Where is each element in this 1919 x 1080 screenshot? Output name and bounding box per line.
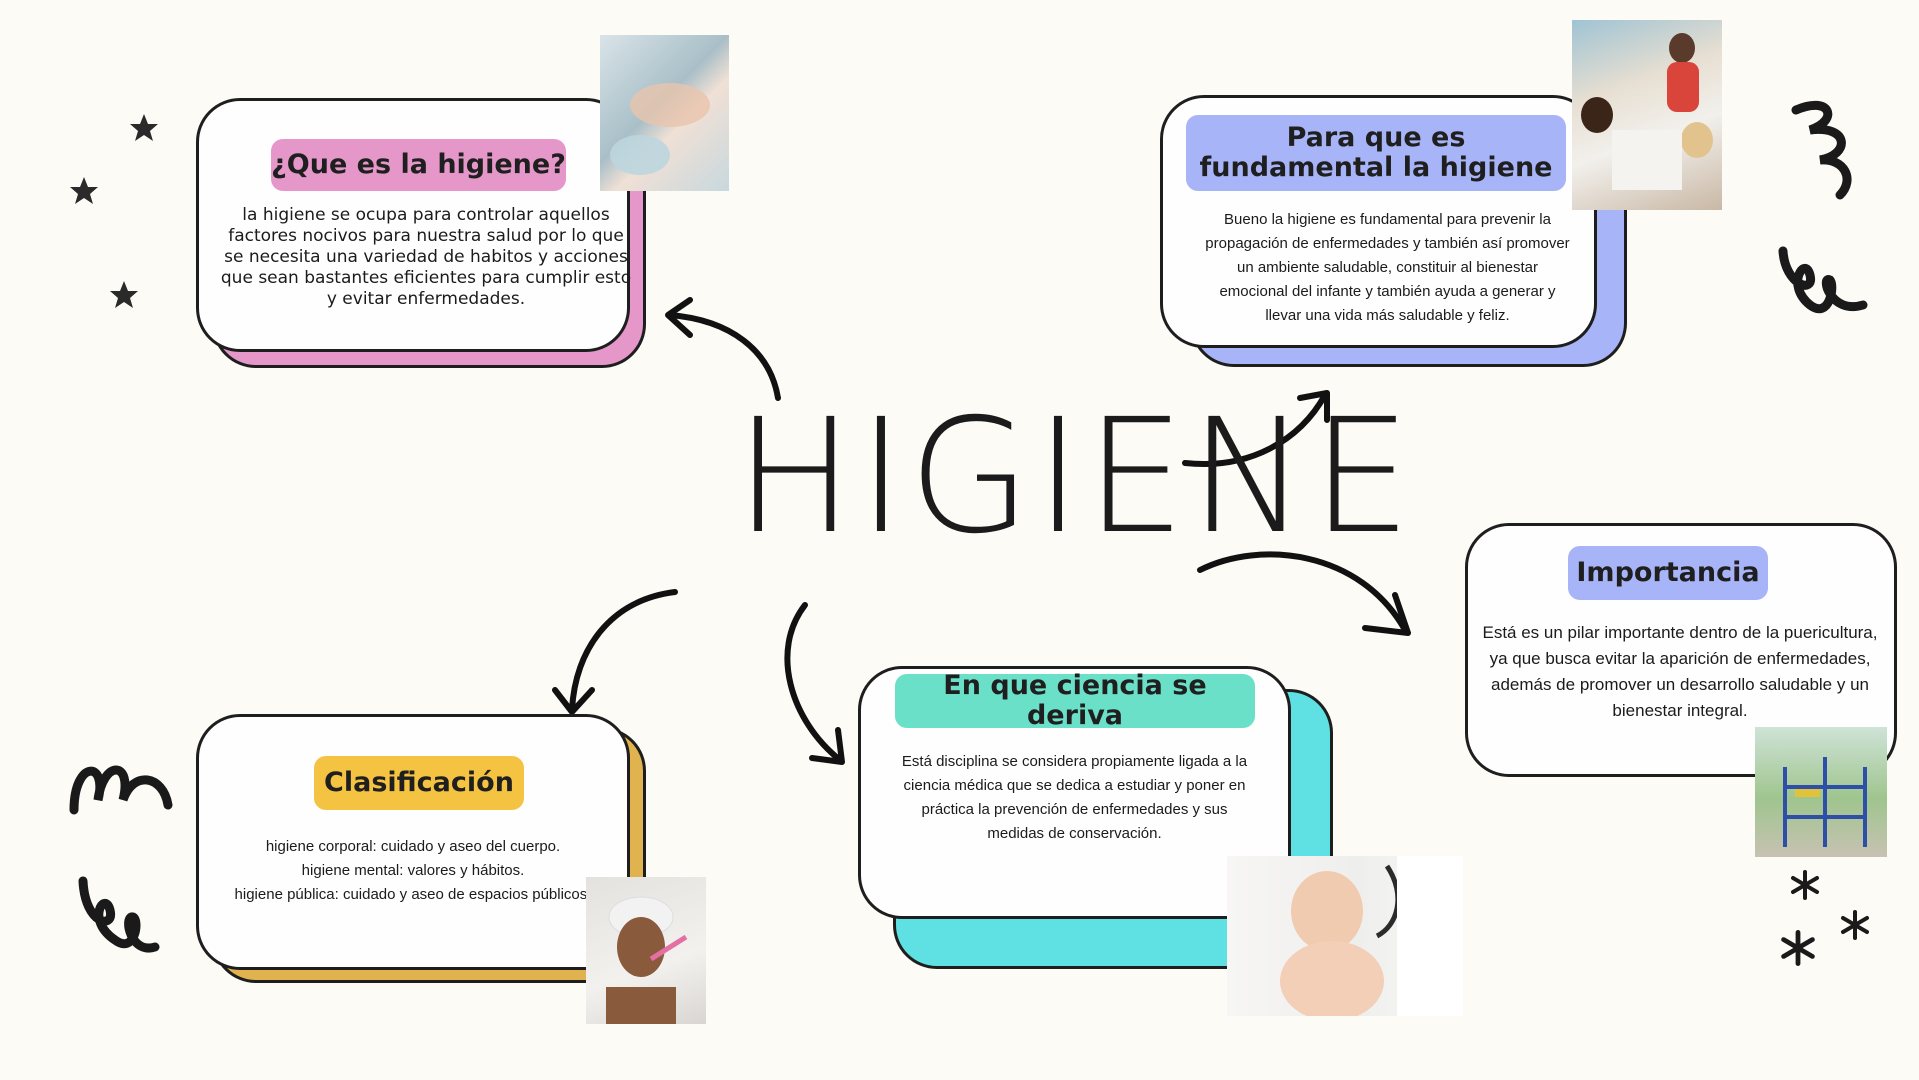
card-heading-clasificacion: Clasificación — [314, 756, 524, 810]
clasificacion-line: higiene pública: cuidado y aseo de espac… — [234, 886, 592, 903]
card-text-fundamental: Bueno la higiene es fundamental para pre… — [1205, 211, 1570, 324]
card-importancia — [1465, 523, 1897, 777]
asterisk-icon — [1841, 910, 1869, 940]
photo-children-drawing — [1572, 20, 1722, 210]
star-icon — [130, 114, 158, 141]
card-text-ciencia: Está disciplina se considera propiamente… — [901, 753, 1248, 842]
card-text-clasificacion: higiene corporal: cuidado y aseo del cue… — [232, 835, 594, 907]
clasificacion-line: higiene corporal: cuidado y aseo del cue… — [265, 838, 561, 855]
card-heading-que-es: ¿Que es la higiene? — [271, 139, 566, 191]
star-icon — [110, 281, 138, 308]
card-text-importancia: Está es un pilar importante dentro de la… — [1482, 623, 1878, 720]
swirl-icon — [78, 876, 160, 953]
swirl-icon — [1778, 246, 1868, 313]
clasificacion-line: higiene mental: valores y hábitos. — [301, 862, 525, 879]
swirl-icon — [69, 765, 173, 815]
swirl-icon — [1791, 100, 1852, 200]
asterisk-icon — [1791, 870, 1819, 900]
card-heading-importancia: Importancia — [1568, 546, 1768, 600]
photo-playground — [1755, 727, 1887, 857]
page-title: HIGIENE — [735, 385, 1416, 569]
star-icon — [70, 177, 98, 204]
photo-hand-wash — [600, 35, 729, 191]
photo-toothbrush — [586, 877, 706, 1024]
card-heading-ciencia: En que ciencia se deriva — [895, 671, 1255, 730]
asterisk-icon — [1781, 930, 1815, 966]
card-text-que-es: la higiene se ocupa para controlar aquel… — [220, 205, 632, 309]
photo-baby-doctor — [1227, 856, 1463, 1016]
card-heading-fundamental: Para que es fundamental la higiene — [1186, 115, 1566, 191]
